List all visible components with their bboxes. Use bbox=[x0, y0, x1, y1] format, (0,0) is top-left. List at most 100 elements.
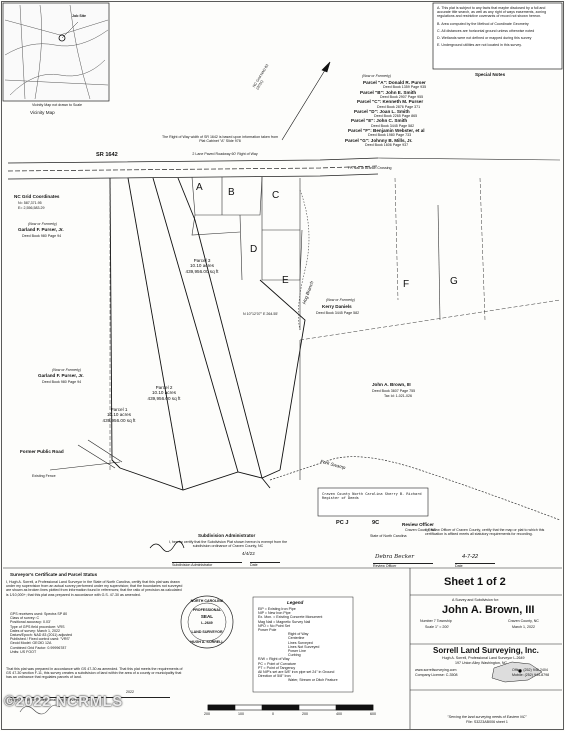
subdivision-text: I, hereby certify that the Subdivision P… bbox=[168, 540, 288, 549]
county-text: Craven County, NC bbox=[508, 619, 539, 623]
recording-stamp: Craven County North Carolina Sherry B. R… bbox=[322, 492, 422, 501]
scale-text: Scale 1" = 200' bbox=[425, 625, 450, 629]
note-c: C. All distances are horizontal ground u… bbox=[437, 28, 535, 33]
row-note: The Right of Way width of SR 1642 is bas… bbox=[161, 135, 279, 144]
road-label: SR 1642 bbox=[96, 152, 118, 158]
parcel-2-block: Parcel 2 10.10 acres 439,956.00 sq ft bbox=[138, 385, 190, 401]
parcel-a-deed: Deed Book 1359 Page 935 bbox=[383, 85, 427, 90]
admin-signature bbox=[149, 541, 185, 552]
survey-parcels bbox=[109, 177, 306, 491]
surveyor-cert-title: Surveyor's Certificate and Parcel Status bbox=[10, 572, 98, 577]
nc-state-outline bbox=[491, 661, 543, 683]
subdivision-title: Subdivision Administrator bbox=[198, 533, 256, 538]
notes-frame bbox=[432, 2, 563, 70]
legend-pc: PC = Point of Curvature bbox=[258, 661, 297, 666]
parcel-g-deed: Deed Book 1606 Page 937 bbox=[365, 143, 409, 148]
legend-eip: EIP = Existing Iron Pipe bbox=[258, 607, 296, 611]
legend-npo: NPO = No Point Set bbox=[258, 623, 291, 628]
surveyor-signature bbox=[19, 704, 61, 715]
legend-lines-not-surveyed: Lines Not Surveyed bbox=[288, 644, 320, 649]
gps-data-list: GPS receivers used: Spectra SP 80 Class … bbox=[10, 612, 130, 654]
legend-mag-nail: Mag Nail = Magnetic Survey Nail bbox=[258, 619, 311, 624]
legend-ex-mon: Ex. Mon. = Existing Concrete Monument bbox=[258, 615, 323, 620]
left-owner-2-deed: Deed Book 980 Page 94 bbox=[42, 380, 82, 384]
seal-top-text: NORTH CAROLINA bbox=[190, 599, 224, 603]
legend-power-pole: Power Pole bbox=[258, 628, 277, 633]
paved-road-label: 2 Lane Paved Roadway 60' Right of Way bbox=[192, 152, 258, 156]
scale-label-600: 600 bbox=[370, 712, 376, 716]
legend-row: Right of Way bbox=[288, 632, 309, 637]
parcel-2-sqft: 439,956.00 sq ft bbox=[147, 395, 181, 401]
distance-value: 264.55' bbox=[266, 312, 279, 316]
review-state: State of North Carolina bbox=[370, 534, 407, 538]
gps-datum: Datum/Epoch: NAD 83 (2011) adjusted bbox=[10, 633, 73, 638]
brown-deed: Deed Book 3607 Page 755 bbox=[372, 389, 416, 393]
kerry-nof: (Now or Formerly) bbox=[326, 298, 355, 302]
kerry-owner: Kerry Daniels bbox=[322, 304, 352, 309]
pk-nail-label: PK Nail at Branch Crossing bbox=[348, 166, 392, 170]
left-owner-2-nof: (Now or Formerly) bbox=[52, 368, 81, 372]
gps-class: Class of survey: C bbox=[10, 616, 40, 621]
company-name: Sorrell Land Surveying, Inc. bbox=[433, 646, 539, 655]
kerry-deed: Deed Book 3445 Page 582 bbox=[316, 311, 360, 315]
hog-branch-stream bbox=[298, 189, 310, 331]
seal-mid-text: PROFESSIONAL bbox=[192, 608, 222, 612]
parcel-d-owner: Parcel "D": Joan L. Smith bbox=[354, 108, 410, 114]
parcel-3-sqft: 439,956.00 sq ft bbox=[185, 268, 219, 274]
subdivision-sig-label: Subdivision Administrator bbox=[172, 562, 242, 567]
legend-centerline: Centerline bbox=[288, 636, 305, 641]
recording-stamp-frame bbox=[317, 487, 429, 517]
seal-number: L-2649 bbox=[201, 621, 213, 625]
parcel-3-acres: 10.10 acres bbox=[189, 263, 214, 269]
parcel-c-owner: Parcel "C": Kenneth M. Purser bbox=[357, 99, 424, 105]
company-phone-office: Office: (252) 946-2404 bbox=[512, 668, 548, 672]
vicinity-title: Vicinity Map bbox=[30, 110, 55, 115]
legend-pt: PT = Point of Tangency bbox=[258, 665, 296, 670]
review-date-label: Date bbox=[455, 563, 495, 568]
top-parcels bbox=[191, 176, 303, 330]
company-web: www.sorrellsurveying.com bbox=[415, 668, 457, 672]
gps-receiver: GPS receivers used: Spectra SP 80 bbox=[10, 612, 68, 616]
vicinity-map-roads bbox=[4, 4, 109, 100]
scale-label-200: 200 bbox=[302, 712, 308, 716]
review-text: I, Review Officer of Craven County, cert… bbox=[425, 528, 545, 537]
title-block-lines bbox=[410, 594, 562, 691]
legend-title: Legend bbox=[287, 600, 304, 605]
parcel-letter-e: E bbox=[282, 275, 289, 286]
job-site-marker bbox=[58, 34, 66, 42]
brown-tax: Tax Id: 1-021-026 bbox=[384, 394, 412, 398]
note-e: E. Underground utilities are not located… bbox=[437, 43, 522, 48]
scale-label-100: 100 bbox=[238, 712, 244, 716]
parcel-letter-a: A bbox=[196, 182, 203, 193]
plat-slide: 9C bbox=[372, 520, 380, 526]
gps-procedure: Type of GPS field procedure: VRS bbox=[10, 624, 65, 629]
vicinity-map-frame bbox=[2, 2, 110, 102]
note-a: A. This plat is subject to any facts tha… bbox=[437, 6, 547, 19]
parcel-letter-c: C bbox=[272, 190, 280, 201]
township: Number 7 Township bbox=[420, 619, 452, 623]
parcel-1-name: Parcel 1 bbox=[110, 407, 128, 412]
former-public-road bbox=[49, 439, 123, 471]
company-license: Company License: C-3508 bbox=[415, 673, 458, 677]
parcel-a-owner: Parcel "A": Donald R. Purser bbox=[363, 80, 426, 85]
surveyor-sig-date: 2022 bbox=[126, 690, 134, 694]
client-name: John A. Brown, III bbox=[442, 604, 535, 616]
parcel-c-deed: Deed Book 2876 Page 371 bbox=[377, 104, 421, 109]
subdivision-date: 4/4/22 bbox=[242, 551, 255, 556]
company-phone-mobile: Mobile: (252) 944-8798 bbox=[512, 673, 550, 677]
outer-parcel-lines bbox=[299, 157, 561, 480]
lines-not-surveyed bbox=[109, 177, 561, 470]
existing-fence-label: Existing Fence bbox=[32, 474, 56, 478]
surveyor-cert-text: I, Hugh A. Sorrell, a Professional Land … bbox=[6, 580, 183, 597]
legend-curbing: Curbing bbox=[288, 653, 301, 658]
legend-list: EIP = Existing Iron Pipe NIP = New Iron … bbox=[258, 607, 352, 683]
gps-units: Units: US FOOT bbox=[10, 649, 37, 654]
fork-swamp bbox=[269, 456, 561, 521]
parcel-3-block: Parcel 3 10.10 acres 439,956.00 sq ft bbox=[176, 258, 228, 274]
surveyor-cert2: That this plat was prepared in accordanc… bbox=[6, 667, 183, 680]
scale-label-0: 0 bbox=[272, 712, 274, 716]
survey-date: March 1, 2022 bbox=[512, 625, 535, 629]
company-address-2: 197 Union Alley Washington, NC bbox=[455, 661, 508, 665]
scale-bar-labels: 200 100 0 200 400 600 bbox=[204, 712, 376, 716]
